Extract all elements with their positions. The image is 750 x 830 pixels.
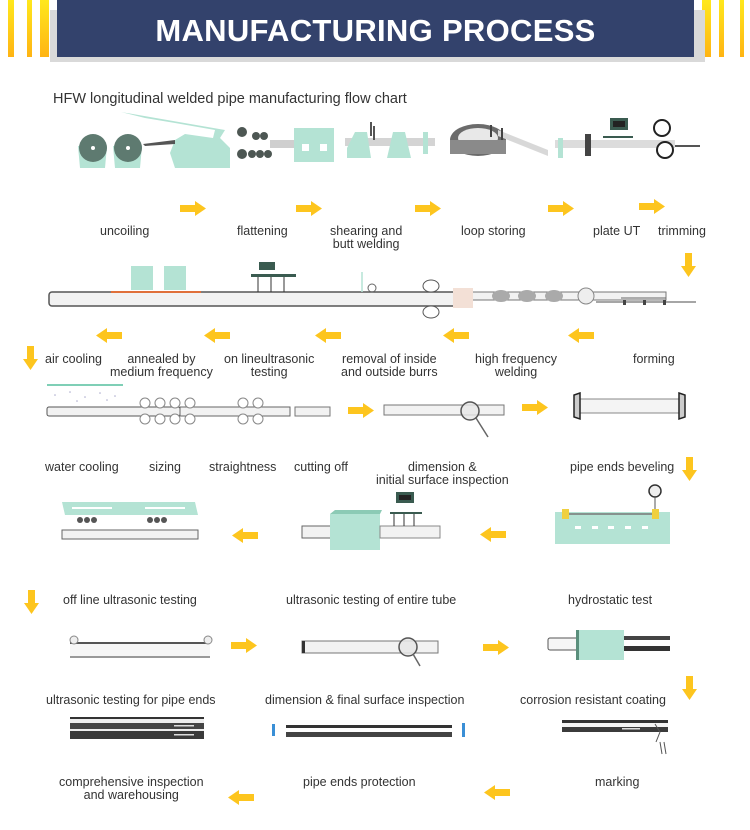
step-label-warehousing: comprehensive inspection and warehousing bbox=[59, 775, 204, 802]
flow-arrow-icon bbox=[296, 201, 322, 216]
flow-arrow-icon bbox=[180, 201, 206, 216]
pipe-beveling-illustration bbox=[572, 391, 687, 421]
offline-ultrasonic-illustration bbox=[60, 500, 200, 542]
warehousing-illustration bbox=[66, 715, 206, 745]
uncoiling-illustration bbox=[75, 108, 230, 170]
step-label-straightness: straightness bbox=[209, 460, 277, 474]
flow-arrow-left-icon bbox=[568, 328, 594, 343]
step-label-sizing: sizing bbox=[149, 460, 181, 474]
flow-arrow-icon bbox=[231, 638, 257, 653]
step-label-uncoiling: uncoiling bbox=[100, 224, 150, 238]
step-label-corrosion-coating: corrosion resistant coating bbox=[520, 693, 666, 707]
accent-bar bbox=[40, 0, 49, 57]
corrosion-coating-illustration bbox=[546, 628, 672, 662]
flattening-illustration bbox=[234, 122, 334, 162]
flow-arrow-left-icon bbox=[315, 328, 341, 343]
cooling-sizing-cutting-illustration bbox=[45, 383, 335, 428]
flow-arrow-left-icon bbox=[228, 790, 254, 805]
loop-storing-illustration bbox=[448, 120, 548, 162]
chart-title: HFW longitudinal welded pipe manufacturi… bbox=[53, 91, 407, 107]
flow-arrow-left-icon bbox=[484, 785, 510, 800]
hydrostatic-test-illustration bbox=[555, 482, 670, 546]
step-label-marking: marking bbox=[595, 775, 640, 789]
flow-arrow-left-icon bbox=[232, 528, 258, 543]
step-label-cutting-off: cutting off bbox=[294, 460, 348, 474]
flow-arrow-icon bbox=[483, 640, 509, 655]
step-label-online-ultrasonic: on lineultrasonic testing bbox=[224, 352, 315, 379]
accent-bar bbox=[27, 0, 32, 57]
pipe-ends-protection-illustration bbox=[270, 720, 470, 742]
entire-tube-ultrasonic-illustration bbox=[300, 490, 445, 552]
flow-arrow-down-icon bbox=[681, 253, 696, 277]
step-label-loop-storing: loop storing bbox=[461, 224, 526, 238]
step-label-burr-removal: removal of inside and outside burrs bbox=[341, 352, 438, 379]
marking-illustration bbox=[560, 718, 672, 758]
step-label-air-cooling: air cooling bbox=[45, 352, 102, 366]
flow-arrow-left-icon bbox=[204, 328, 230, 343]
accent-bar bbox=[8, 0, 14, 57]
page-title: MANUFACTURING PROCESS bbox=[155, 13, 596, 48]
header-banner: MANUFACTURING PROCESS bbox=[57, 0, 694, 57]
flow-arrow-left-icon bbox=[480, 527, 506, 542]
accent-bar bbox=[740, 0, 744, 57]
step-label-pipe-ends-beveling: pipe ends beveling bbox=[570, 460, 675, 474]
flow-arrow-down-icon bbox=[24, 590, 39, 614]
step-label-flattening: flattening bbox=[237, 224, 288, 238]
initial-inspection-illustration bbox=[382, 397, 507, 439]
flow-arrow-down-icon bbox=[23, 346, 38, 370]
step-label-plate-ut: plate UT bbox=[593, 224, 641, 238]
plate-ut-illustration bbox=[555, 118, 700, 168]
step-label-annealed: annealed by medium frequency bbox=[110, 352, 213, 379]
step-label-pipe-ends-protection: pipe ends protection bbox=[303, 775, 416, 789]
step-label-shearing: shearing and butt welding bbox=[330, 224, 403, 251]
flow-arrow-icon bbox=[548, 201, 574, 216]
step-label-pipe-ends-ultrasonic: ultrasonic testing for pipe ends bbox=[46, 693, 216, 707]
accent-bar bbox=[719, 0, 724, 57]
accent-bar bbox=[702, 0, 711, 57]
forming-welding-line-illustration bbox=[46, 262, 696, 332]
shearing-welding-illustration bbox=[345, 118, 435, 162]
step-label-initial-inspection: dimension & initial surface inspection bbox=[376, 460, 509, 487]
flow-arrow-left-icon bbox=[96, 328, 122, 343]
flow-arrow-icon bbox=[348, 403, 374, 418]
step-label-final-inspection: dimension & final surface inspection bbox=[265, 693, 465, 707]
step-label-forming: forming bbox=[633, 352, 675, 366]
pipe-ends-ultrasonic-illustration bbox=[62, 632, 222, 662]
step-label-hydrostatic-test: hydrostatic test bbox=[568, 593, 653, 607]
step-label-trimming: trimming bbox=[658, 224, 706, 238]
step-label-water-cooling: water cooling bbox=[45, 460, 119, 474]
step-label-entire-tube-ultrasonic: ultrasonic testing of entire tube bbox=[286, 593, 457, 607]
flow-arrow-icon bbox=[522, 400, 548, 415]
flow-arrow-icon bbox=[639, 199, 665, 214]
step-label-hf-welding: high frequency welding bbox=[475, 352, 558, 379]
final-inspection-illustration bbox=[300, 634, 440, 670]
step-label-offline-ultrasonic: off line ultrasonic testing bbox=[63, 593, 197, 607]
flow-arrow-icon bbox=[415, 201, 441, 216]
flow-arrow-down-icon bbox=[682, 457, 697, 481]
flow-arrow-down-icon bbox=[682, 676, 697, 700]
flow-arrow-left-icon bbox=[443, 328, 469, 343]
